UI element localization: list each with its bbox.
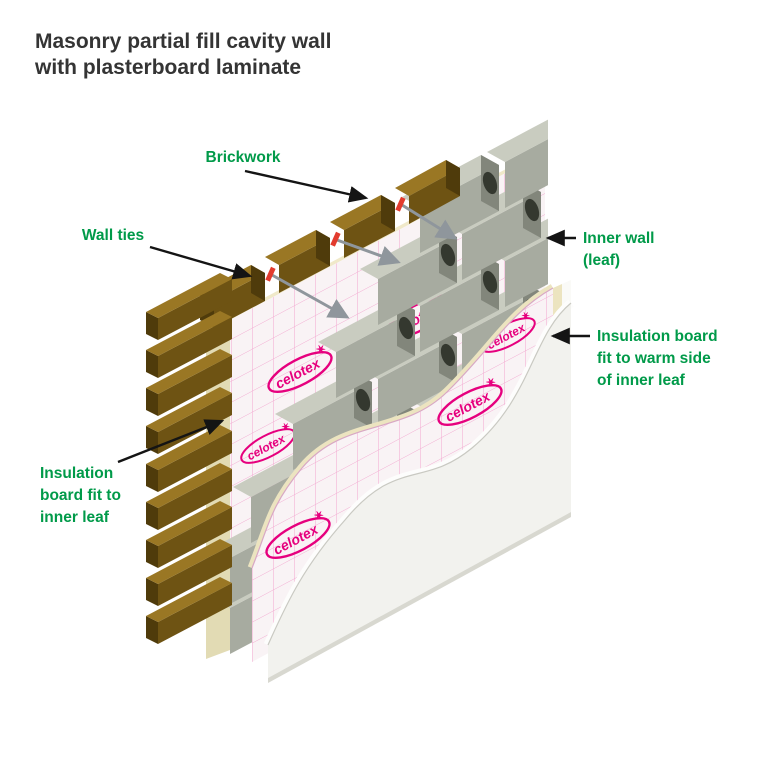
label-insulation-warm: Insulation board fit to warm side of inn… [597, 328, 718, 389]
svg-text:of inner leaf: of inner leaf [597, 372, 686, 389]
page-title: Masonry partial fill cavity wall with pl… [34, 30, 331, 79]
svg-text:board fit to: board fit to [40, 487, 121, 504]
brick [330, 195, 395, 258]
brick [146, 577, 232, 644]
wall-ties-arrow [149, 245, 253, 280]
label-wall-ties: Wall ties [82, 227, 144, 244]
brick [146, 273, 232, 340]
tie-clip [330, 231, 341, 247]
brickwork-outer-leaf [146, 160, 460, 644]
label-brickwork: Brickwork [206, 149, 281, 166]
brick [146, 463, 232, 530]
brick [146, 349, 232, 416]
brick [265, 230, 330, 293]
tie-clip [395, 196, 406, 212]
tie-clip [265, 266, 276, 282]
wall-tie [265, 266, 350, 319]
title-line-2: with plasterboard laminate [34, 56, 301, 79]
brick [146, 425, 232, 492]
svg-text:fit to warm side: fit to warm side [597, 350, 711, 367]
svg-text:inner leaf: inner leaf [40, 509, 110, 526]
label-inner-wall: Inner wall (leaf) [583, 230, 655, 269]
brickwork-arrow [244, 169, 369, 203]
brick [146, 311, 232, 378]
svg-text:(leaf): (leaf) [583, 252, 620, 269]
insulation-inner-arrow [117, 419, 225, 464]
wall-tie [395, 196, 458, 240]
wall-ties [265, 196, 458, 319]
brick-column [146, 273, 232, 644]
annotations: Brickwork Wall ties Inner wall (leaf) In… [40, 149, 718, 526]
wall-tie [330, 231, 401, 266]
svg-text:Insulation board: Insulation board [597, 328, 718, 345]
svg-text:Insulation: Insulation [40, 465, 113, 482]
title-line-1: Masonry partial fill cavity wall [35, 30, 331, 53]
brick [395, 160, 460, 224]
svg-text:Inner wall: Inner wall [583, 230, 655, 247]
brick [146, 539, 232, 606]
brick [146, 501, 232, 568]
label-insulation-inner: Insulation board fit to inner leaf [40, 465, 121, 526]
